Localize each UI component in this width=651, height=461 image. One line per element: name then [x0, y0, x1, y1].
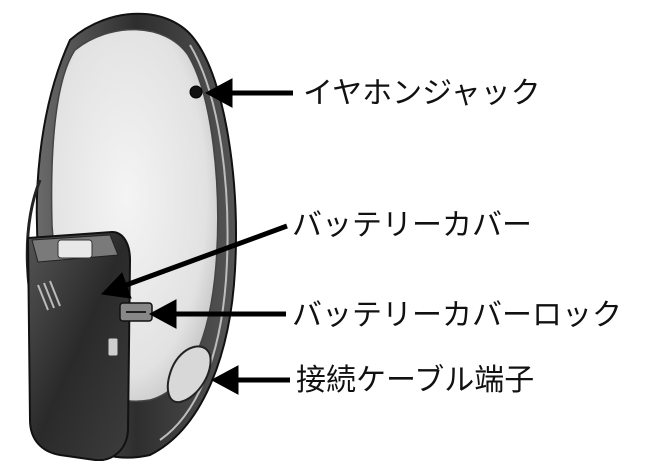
arrow-battery-cover — [117, 223, 288, 291]
arrowhead-cable-terminal — [210, 365, 239, 395]
label-battery-cover: バッテリーカバー — [292, 208, 532, 243]
rim-highlight — [159, 44, 229, 441]
cover-latch — [107, 337, 119, 357]
arrowhead-cover-lock — [148, 299, 177, 329]
label-battery-cover-lock: バッテリーカバーロック — [292, 298, 622, 333]
earphone-jack-hole — [189, 85, 203, 99]
cover-grip-ridges — [37, 280, 61, 311]
arrowhead-earphone-jack — [204, 78, 233, 108]
label-earphone-jack: イヤホンジャック — [303, 76, 541, 111]
arrowhead-battery-cover — [100, 272, 132, 299]
label-cable-terminal: 接続ケーブル端子 — [296, 363, 535, 398]
battery-cell — [57, 239, 93, 259]
cable-terminal-slot — [166, 345, 212, 404]
callout-arrows — [100, 78, 293, 395]
